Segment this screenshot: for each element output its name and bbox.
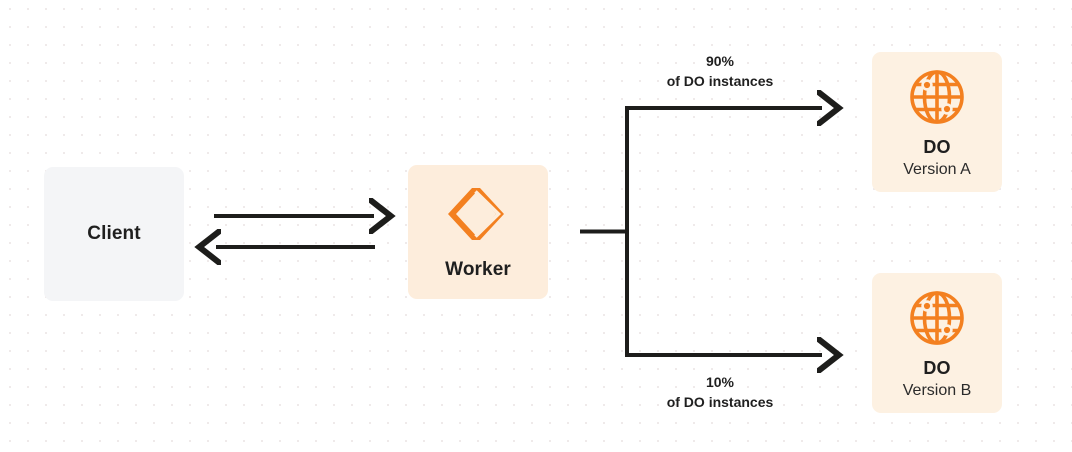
- edge-label-do-b-line2: of DO instances: [666, 393, 774, 410]
- node-client-label: Client: [87, 223, 141, 244]
- edge-label-do-a-line2: of DO instances: [666, 72, 774, 89]
- node-do-b-label: DO: [923, 357, 951, 378]
- node-worker[interactable]: Worker: [408, 165, 548, 299]
- node-do-version-a[interactable]: DO Version A: [872, 52, 1002, 192]
- cloudflare-workers-logo-icon: [442, 183, 514, 245]
- node-do-a-sublabel: Version A: [903, 160, 971, 178]
- globe-icon: [906, 66, 968, 128]
- globe-icon: [906, 287, 968, 349]
- edge-label-do-a: 90% of DO instances: [614, 52, 826, 92]
- node-worker-label: Worker: [445, 259, 511, 280]
- edge-label-do-b-line1: 10%: [705, 374, 735, 390]
- edge-label-do-a-line1: 90%: [705, 53, 735, 69]
- node-do-b-sublabel: Version B: [902, 381, 972, 399]
- node-do-version-b[interactable]: DO Version B: [872, 273, 1002, 413]
- node-do-a-label: DO: [923, 136, 951, 157]
- edge-label-do-b: 10% of DO instances: [614, 373, 826, 413]
- node-client[interactable]: Client: [44, 167, 184, 301]
